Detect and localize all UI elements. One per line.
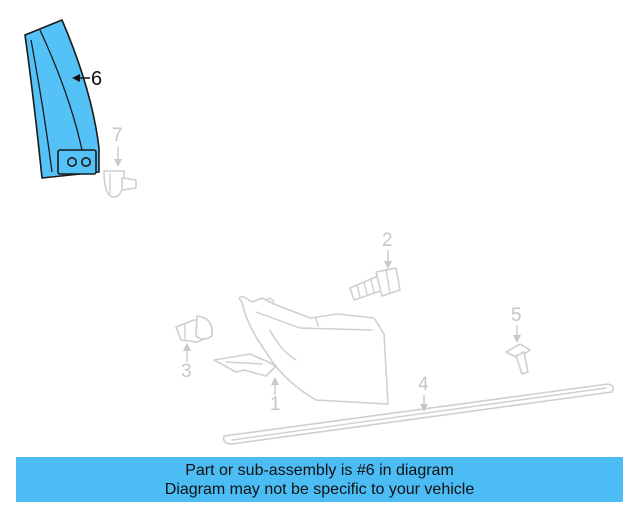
callout-6-label: 6 bbox=[91, 68, 103, 90]
callout-2-label: 2 bbox=[382, 230, 393, 251]
part-6-pillar-trim[interactable] bbox=[24, 19, 100, 179]
callout-7-label: 7 bbox=[112, 125, 123, 146]
banner-line-disclaimer: Diagram may not be specific to your vehi… bbox=[164, 480, 475, 498]
info-banner: Part or sub-assembly is #6 in diagram Di… bbox=[16, 457, 623, 502]
part-3-clip[interactable] bbox=[175, 315, 214, 362]
callout-3-label: 3 bbox=[181, 361, 192, 382]
part-7-push-pin[interactable] bbox=[103, 146, 137, 198]
part-5-screw[interactable] bbox=[505, 325, 531, 375]
part-2-bolt[interactable] bbox=[349, 250, 401, 301]
banner-line-part-number: Part or sub-assembly is #6 in diagram bbox=[185, 461, 454, 479]
callout-5-label: 5 bbox=[511, 305, 522, 326]
callout-4-label: 4 bbox=[418, 374, 429, 395]
part-4-moulding[interactable] bbox=[222, 383, 615, 445]
callout-1-label: 1 bbox=[270, 394, 281, 415]
callout-6-leader bbox=[72, 74, 90, 82]
part-1-trim-panel[interactable] bbox=[213, 296, 389, 405]
